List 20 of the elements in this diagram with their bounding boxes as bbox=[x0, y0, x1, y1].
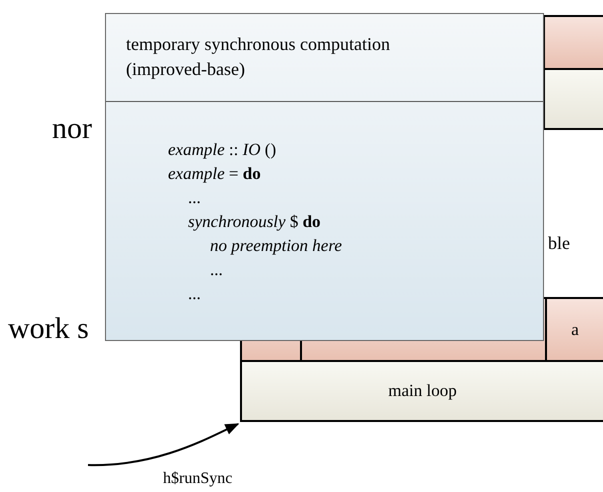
box-label: main loop bbox=[388, 381, 457, 401]
code-line: no preemption here bbox=[210, 235, 342, 257]
code-line: ... bbox=[210, 259, 223, 281]
arrow bbox=[88, 423, 240, 466]
box-label: a bbox=[571, 320, 579, 340]
stack-box bbox=[543, 15, 603, 70]
popup-panel bbox=[105, 13, 544, 341]
stack-box bbox=[545, 297, 603, 362]
side-label: ble bbox=[548, 233, 570, 254]
stack-box bbox=[240, 360, 603, 422]
stack-box bbox=[543, 68, 603, 130]
side-label: work s bbox=[8, 312, 89, 346]
side-label: nor bbox=[52, 112, 92, 146]
code-line: ... bbox=[188, 283, 201, 305]
code-line: example :: IO () bbox=[168, 139, 276, 161]
code-line: example = do bbox=[168, 163, 261, 185]
code-line: ... bbox=[188, 187, 201, 209]
popup-heading: temporary synchronous computation (improved-base) bbox=[126, 33, 391, 81]
edge-label: h$runSync bbox=[163, 470, 232, 488]
code-line: synchronously $ do bbox=[188, 211, 321, 233]
